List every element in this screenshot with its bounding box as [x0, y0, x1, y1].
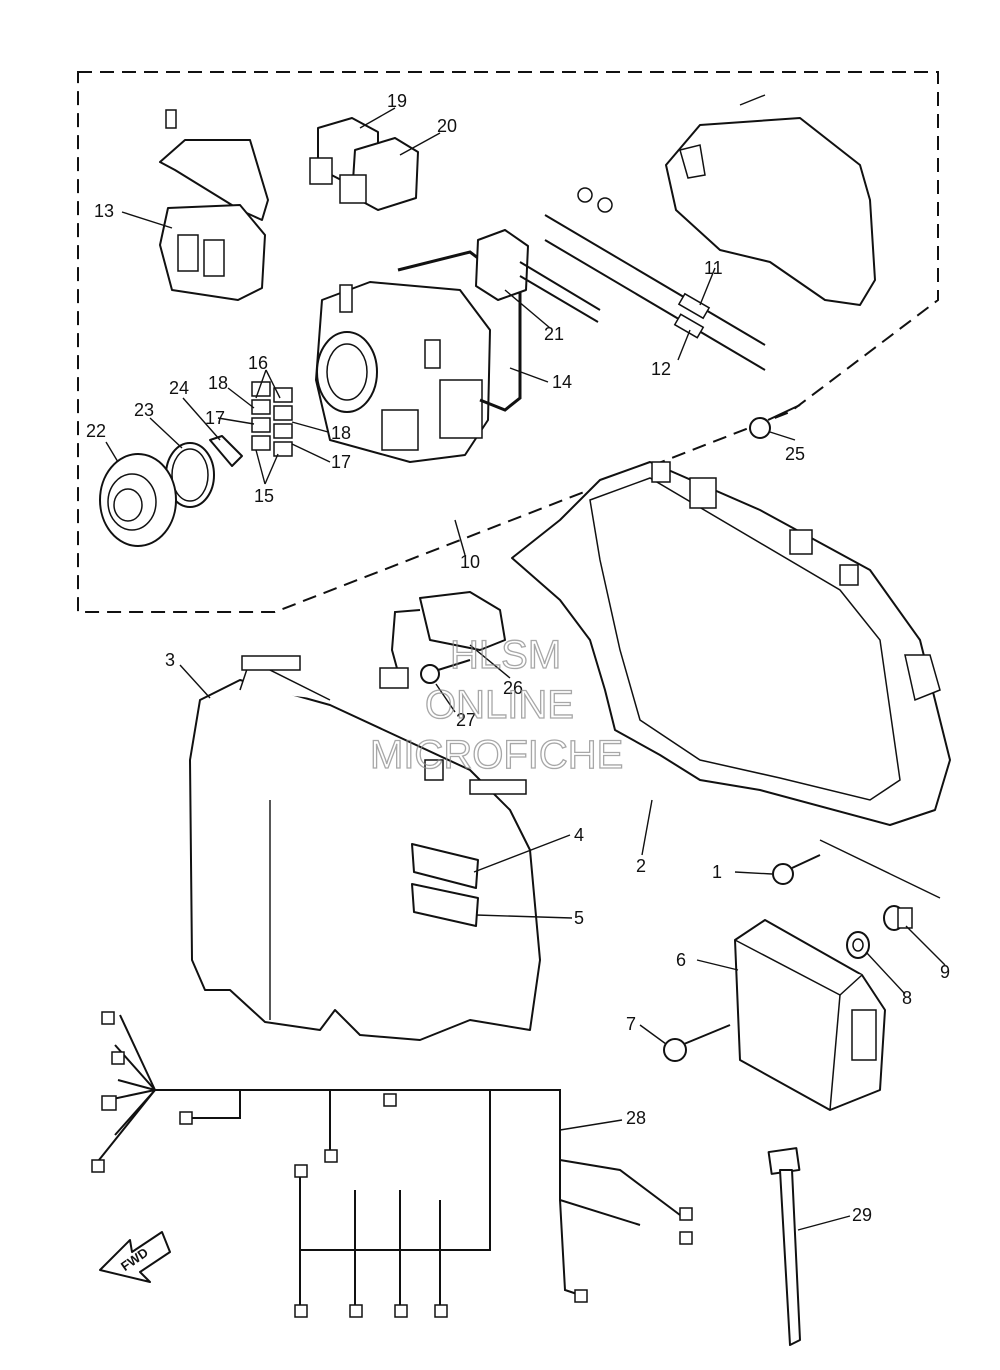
callout-1: 1	[712, 862, 722, 882]
callout-labels: 1 2 3 4 5 6 7 8 9 10 11 12 13 14 15 16 1…	[86, 91, 950, 1225]
part-9-collar[interactable]	[883, 905, 913, 931]
callout-15: 15	[254, 486, 274, 506]
part-13-rectifier[interactable]	[159, 109, 269, 301]
fwd-arrow-icon: FWD	[99, 1231, 171, 1283]
part-4-label[interactable]	[411, 843, 479, 889]
callout-8: 8	[902, 988, 912, 1008]
part-6-ecu[interactable]	[734, 919, 886, 1111]
callout-13: 13	[94, 201, 114, 221]
part-21-sensor[interactable]	[475, 229, 601, 323]
callout-11: 11	[704, 258, 723, 278]
callout-17b: 17	[331, 452, 351, 472]
watermark-line-1: HLSM	[450, 633, 561, 677]
subassembly-boundary	[77, 71, 939, 613]
callout-7: 7	[626, 1014, 636, 1034]
part-2-electrical-box[interactable]	[511, 461, 951, 826]
leader-lines	[105, 107, 946, 1231]
callout-28: 28	[626, 1108, 646, 1128]
watermark: HLSM ONLINE MICROFICHE	[369, 632, 624, 777]
callout-9: 9	[940, 962, 950, 982]
part-22-cap[interactable]	[99, 453, 177, 547]
part-26-sensor[interactable]	[379, 591, 506, 689]
cover-plate[interactable]	[665, 94, 876, 306]
callout-22: 22	[86, 421, 106, 441]
callout-29: 29	[852, 1205, 872, 1225]
part-20-relay[interactable]	[339, 137, 419, 211]
callout-20: 20	[437, 116, 457, 136]
watermark-line-3: MICROFICHE	[370, 733, 623, 777]
part-11-hose[interactable]	[544, 187, 766, 346]
callout-3: 3	[165, 650, 175, 670]
callout-18b: 18	[331, 423, 351, 443]
part-1-screw[interactable]	[772, 854, 821, 885]
callout-21: 21	[544, 324, 564, 344]
part-14-gasket[interactable]	[397, 250, 522, 412]
part-8-grommet[interactable]	[846, 931, 870, 959]
callout-4: 4	[574, 825, 584, 845]
callout-10: 10	[460, 552, 480, 572]
part-28-wire-harness[interactable]	[91, 1011, 693, 1318]
part-23-o-ring[interactable]	[165, 442, 215, 508]
part-27-bolt[interactable]	[420, 659, 471, 684]
callout-6: 6	[676, 950, 686, 970]
callout-5: 5	[574, 908, 584, 928]
part-29-cable-tie[interactable]	[767, 1147, 801, 1346]
callout-18a: 18	[208, 373, 228, 393]
callout-14: 14	[552, 372, 572, 392]
part-14-throttle-body[interactable]	[315, 281, 491, 463]
part-24-clip[interactable]	[209, 435, 243, 467]
part-7-bolt[interactable]	[663, 1024, 731, 1062]
part-3-cover[interactable]	[189, 655, 541, 1041]
callout-24: 24	[169, 378, 189, 398]
callout-26: 26	[503, 678, 523, 698]
callout-17a: 17	[205, 408, 225, 428]
part-25-bolt[interactable]	[749, 404, 801, 439]
part-5-label[interactable]	[411, 883, 479, 927]
callout-19: 19	[387, 91, 407, 111]
part-15-18-connector-blocks[interactable]	[251, 381, 293, 457]
callout-27: 27	[456, 710, 476, 730]
callout-25: 25	[785, 444, 805, 464]
callout-2: 2	[636, 856, 646, 876]
callout-16: 16	[248, 353, 268, 373]
part-12-hose[interactable]	[544, 239, 766, 371]
callout-23: 23	[134, 400, 154, 420]
watermark-line-2: ONLINE	[425, 683, 574, 727]
callout-12: 12	[651, 359, 671, 379]
